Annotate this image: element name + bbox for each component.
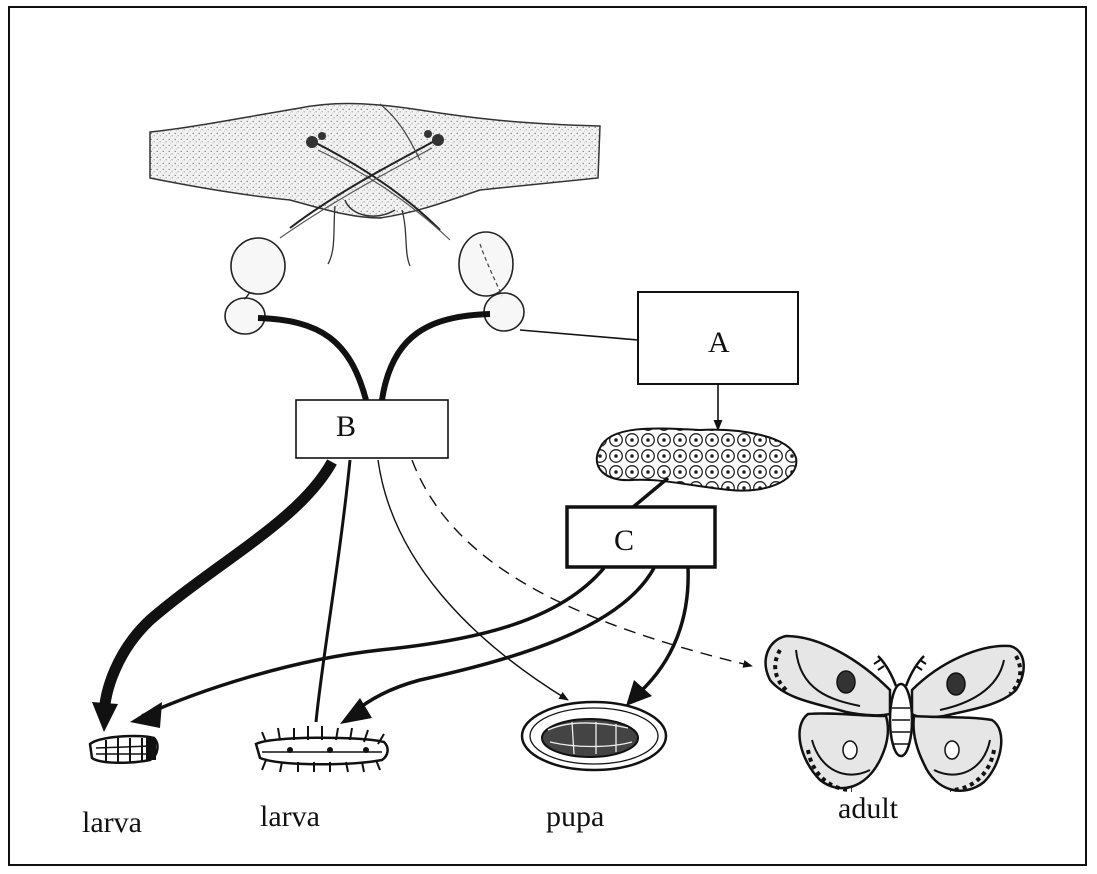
box-b <box>296 400 448 458</box>
left-gland-nerve <box>258 318 366 400</box>
adult-label: adult <box>838 792 899 825</box>
larva-2-illustration <box>256 726 388 772</box>
box-b-label: B <box>336 410 356 443</box>
c-to-larva1-arrowhead <box>130 702 162 728</box>
box-c-label: C <box>614 524 634 557</box>
box-c <box>567 507 715 567</box>
gland-to-c-line <box>632 478 668 508</box>
brain-illustration <box>150 104 600 266</box>
b-to-larva1-arrow <box>104 462 332 718</box>
c-to-pupa-arrow <box>640 568 688 692</box>
box-a-label: A <box>708 326 730 359</box>
b-to-pupa-arrow <box>378 460 568 700</box>
larva-1-label: larva <box>82 806 142 839</box>
larva-1-illustration <box>90 736 157 763</box>
adult-moth-illustration <box>766 636 1024 791</box>
prothoracic-gland <box>597 428 797 490</box>
pupa-label: pupa <box>546 800 604 833</box>
right-gland-nerve <box>382 314 490 400</box>
larva-2-label: larva <box>260 800 320 833</box>
c-to-larva1-arrow <box>142 568 604 716</box>
b-to-larva2-line <box>316 460 350 722</box>
gland-to-a-line <box>520 330 638 340</box>
b-to-larva1-arrowhead <box>92 702 118 732</box>
c-to-larva2-arrow <box>352 568 654 714</box>
pupa-illustration <box>522 702 666 770</box>
